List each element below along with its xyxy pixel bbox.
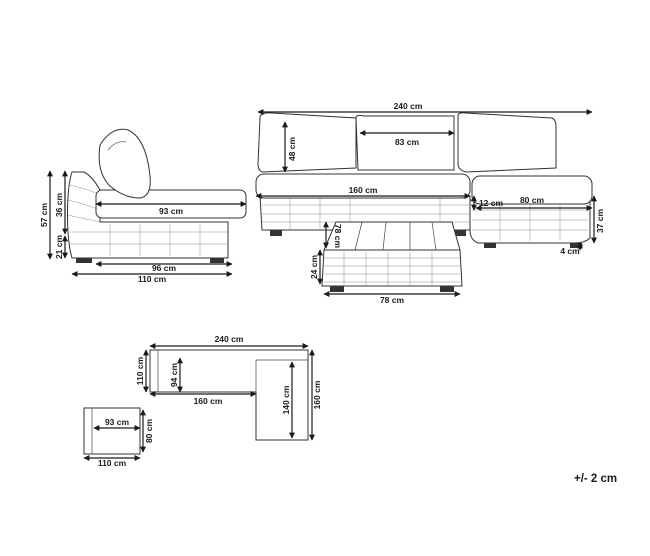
- dim-sofa-seat-width: 160 cm: [349, 185, 378, 195]
- dim-table-top-depth: 78 cm: [333, 224, 343, 249]
- dim-chair-top-seat-width: 93 cm: [105, 417, 130, 427]
- dim-chaise-seat-height: 12 cm: [479, 198, 504, 208]
- dim-top-chaise-inner-length: 140 cm: [281, 385, 291, 414]
- dim-top-total-width: 240 cm: [215, 334, 244, 344]
- dim-chair-seat-depth: 93 cm: [159, 206, 184, 216]
- sofa-top-view: 240 cm 110 cm 94 cm 160 cm 140 cm 160 cm: [135, 334, 322, 441]
- side-chair-drawing: 57 cm 36 cm 21 cm 93 cm 96 cm 110 cm: [39, 128, 247, 284]
- dim-chaise-seat-depth: 80 cm: [520, 195, 545, 205]
- dim-chair-total-depth: 110 cm: [138, 274, 167, 284]
- dim-sofa-back-cushion-height: 48 cm: [287, 137, 297, 162]
- dim-chaise-height: 37 cm: [595, 209, 605, 234]
- dim-leg-height: 4 cm: [560, 246, 580, 256]
- dim-sofa-cushion-width: 83 cm: [395, 137, 420, 147]
- dim-sofa-total-width: 240 cm: [394, 101, 423, 111]
- dim-chair-back-height: 36 cm: [54, 193, 64, 218]
- dim-top-seat-depth: 94 cm: [169, 363, 179, 388]
- dim-chair-seat-height: 21 cm: [54, 235, 64, 260]
- dim-table-width: 78 cm: [380, 295, 405, 305]
- chair-top-view: 93 cm 80 cm 110 cm: [83, 407, 154, 468]
- sofa-front-drawing: 240 cm 48 cm 83 cm 160 cm 12 cm 80 cm 37…: [255, 101, 605, 256]
- dim-chair-top-width: 110 cm: [98, 458, 127, 468]
- dim-table-height: 24 cm: [309, 255, 319, 280]
- dim-chair-total-height: 57 cm: [39, 203, 49, 228]
- coffee-table-drawing: 78 cm 24 cm 78 cm: [309, 221, 463, 305]
- dim-chair-top-depth: 80 cm: [144, 419, 154, 444]
- dim-chair-base-depth: 96 cm: [152, 263, 177, 273]
- tolerance-note: +/- 2 cm: [574, 473, 617, 485]
- dim-top-seat-width: 160 cm: [194, 396, 223, 406]
- dim-top-depth-left: 110 cm: [135, 356, 145, 385]
- dim-top-chaise-total-length: 160 cm: [312, 380, 322, 409]
